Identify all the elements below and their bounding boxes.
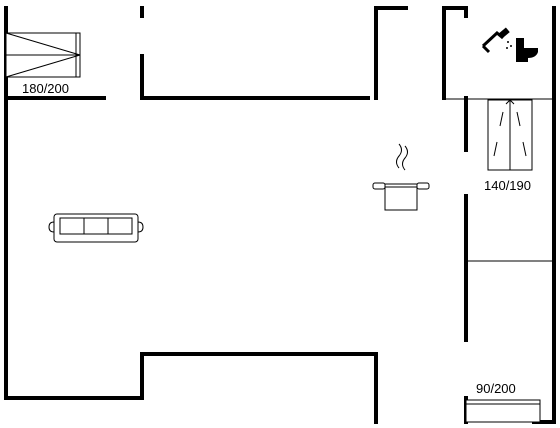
single-bed: 90/200 [465, 381, 541, 423]
bunk-bed-icon [487, 99, 533, 171]
partition-lines [444, 98, 554, 262]
bunk-bed-label: 140/190 [484, 178, 531, 193]
cooking-pot-icon [372, 143, 430, 211]
bunk-bed: 140/190 [484, 99, 533, 193]
bed-icon [465, 399, 541, 423]
walls [4, 6, 556, 424]
bed-icon [5, 32, 81, 78]
shower-toilet-icon [481, 27, 538, 62]
double-bed-label: 180/200 [22, 81, 69, 96]
single-bed-label: 90/200 [476, 381, 516, 396]
sofa-icon [48, 213, 144, 243]
double-bed: 180/200 [5, 32, 81, 96]
